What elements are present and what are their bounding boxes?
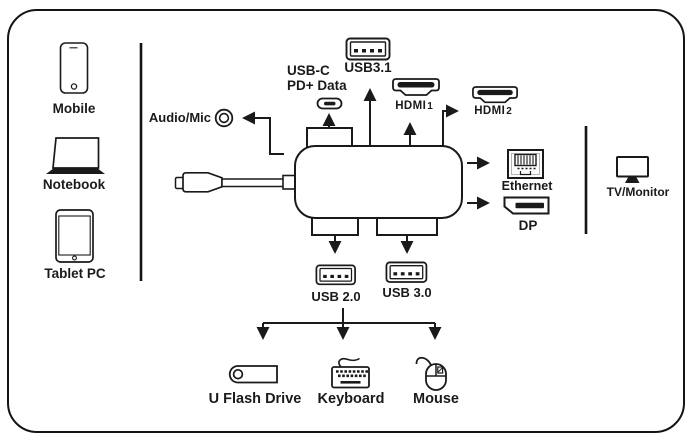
notebook-label: Notebook <box>42 177 106 192</box>
hdmi1-number: 1 <box>427 101 433 112</box>
audio-mic-label: Audio/Mic <box>148 110 211 125</box>
usb20-bracket <box>311 218 359 236</box>
audio-jack-icon <box>214 108 234 128</box>
usb-c-port-icon <box>316 97 343 110</box>
usb20-label: USB 2.0 <box>311 289 361 304</box>
tablet-pc-icon <box>55 209 94 263</box>
flash-drive-label: U Flash Drive <box>208 391 302 407</box>
tablet-pc-label: Tablet PC <box>44 266 106 281</box>
hdmi2-number: 2 <box>506 106 512 117</box>
usb31-label: USB3.1 <box>344 60 392 75</box>
peripherals-bus-line <box>263 308 435 324</box>
hdmi-port-icon <box>392 78 440 96</box>
dp-label: DP <box>518 218 538 233</box>
hdmi2-logo-text: HDMI <box>474 105 506 117</box>
flash-drive-icon <box>228 365 278 384</box>
usb-c-plug-icon <box>174 171 297 193</box>
dp-port-icon <box>503 196 550 215</box>
notebook-icon <box>46 137 105 174</box>
usb-a-port-icon <box>315 264 356 286</box>
tv-monitor-icon <box>616 156 649 183</box>
hdmi1-logo-text: HDMI <box>395 100 427 112</box>
usbc-pd-bracket <box>306 127 353 147</box>
usb30-label: USB 3.0 <box>382 285 432 300</box>
tv-monitor-label: TV/Monitor <box>606 185 670 199</box>
mouse-icon <box>415 356 447 391</box>
hdmi-port-icon <box>472 86 518 104</box>
keyboard-icon <box>331 357 370 389</box>
mouse-label: Mouse <box>413 391 459 407</box>
usb-a-port-icon <box>345 37 391 61</box>
mobile-icon <box>59 42 89 94</box>
usbc-pd-label-line1: USB-C <box>287 63 330 78</box>
diagram-border <box>7 9 685 433</box>
keyboard-label: Keyboard <box>317 391 385 407</box>
ethernet-label: Ethernet <box>501 179 553 193</box>
hub-body <box>294 145 463 219</box>
usb-a-port-icon <box>385 261 428 283</box>
ethernet-port-icon <box>507 149 544 179</box>
usbc-pd-label-line2: PD+ Data <box>287 78 347 93</box>
cable <box>221 178 285 188</box>
hdmi2-arrow <box>442 104 459 147</box>
audio-connector-line <box>242 111 284 155</box>
mobile-label: Mobile <box>52 101 96 116</box>
usb30-bracket <box>376 218 438 236</box>
